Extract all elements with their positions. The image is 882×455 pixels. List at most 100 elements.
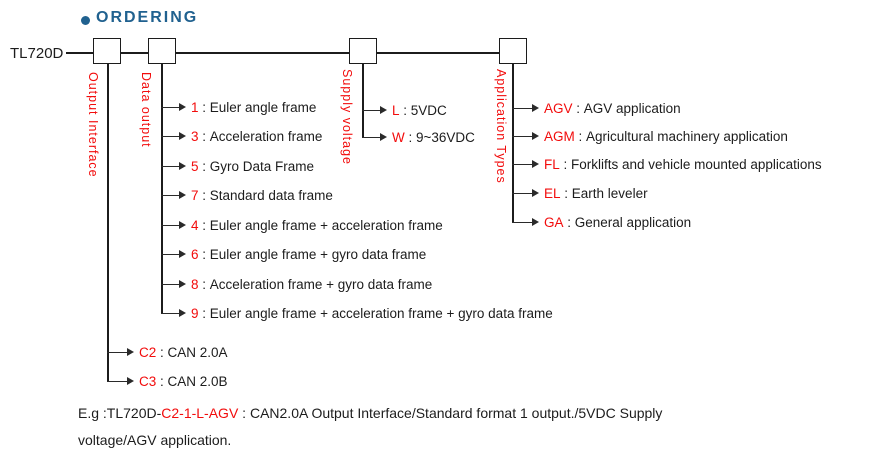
option-separator: : bbox=[574, 128, 587, 144]
option-separator: : bbox=[399, 102, 411, 118]
option-code: 7 bbox=[191, 187, 199, 203]
option-row: 8 : Acceleration frame + gyro data frame bbox=[161, 275, 432, 293]
option-desc: Forklifts and vehicle mounted applicatio… bbox=[571, 156, 822, 172]
arrow-icon bbox=[161, 283, 179, 285]
option-desc: Agricultural machinery application bbox=[586, 128, 788, 144]
arrowhead-icon bbox=[179, 191, 186, 199]
arrowhead-icon bbox=[532, 160, 539, 168]
arrow-icon bbox=[107, 380, 127, 382]
option-desc: 5VDC bbox=[410, 102, 447, 118]
arrow-icon bbox=[161, 253, 179, 255]
option-row: 3 : Acceleration frame bbox=[161, 127, 322, 145]
option-desc: Acceleration frame bbox=[209, 128, 323, 144]
option-separator: : bbox=[198, 99, 210, 115]
option-row: L : 5VDC bbox=[362, 101, 447, 119]
option-row: EL : Earth leveler bbox=[512, 184, 648, 202]
option-code: GA bbox=[544, 214, 564, 230]
arrow-icon bbox=[161, 135, 179, 137]
option-code: 6 bbox=[191, 246, 199, 262]
arrow-icon bbox=[107, 351, 127, 353]
option-desc: Euler angle frame + acceleration frame bbox=[209, 217, 443, 233]
option-separator: : bbox=[156, 373, 168, 389]
option-row: W : 9~36VDC bbox=[362, 128, 475, 146]
option-row: 6 : Euler angle frame + gyro data frame bbox=[161, 245, 426, 263]
option-desc: Gyro Data Frame bbox=[209, 158, 315, 174]
option-code: C2 bbox=[139, 344, 157, 360]
option-row: 9 : Euler angle frame + acceleration fra… bbox=[161, 304, 553, 322]
arrow-icon bbox=[362, 109, 380, 111]
option-separator: : bbox=[572, 100, 584, 116]
option-desc: AGV application bbox=[583, 100, 681, 116]
option-separator: : bbox=[198, 187, 210, 203]
arrowhead-icon bbox=[179, 250, 186, 258]
arrow-icon bbox=[161, 194, 179, 196]
option-code: AGV bbox=[544, 100, 573, 116]
option-separator: : bbox=[156, 344, 168, 360]
arrowhead-icon bbox=[179, 103, 186, 111]
option-separator: : bbox=[560, 185, 572, 201]
option-desc: Earth leveler bbox=[571, 185, 648, 201]
option-desc: CAN 2.0B bbox=[167, 373, 228, 389]
option-code: 1 bbox=[191, 99, 199, 115]
arrowhead-icon bbox=[179, 221, 186, 229]
option-row: C3 : CAN 2.0B bbox=[107, 372, 228, 390]
page-title: ORDERING bbox=[96, 9, 199, 26]
option-code: EL bbox=[544, 185, 561, 201]
option-desc: Euler angle frame + gyro data frame bbox=[209, 246, 427, 262]
option-separator: : bbox=[198, 305, 210, 321]
option-code: 8 bbox=[191, 276, 199, 292]
arrowhead-icon bbox=[380, 133, 387, 141]
option-code: C3 bbox=[139, 373, 157, 389]
option-desc: Standard data frame bbox=[209, 187, 333, 203]
arrow-icon bbox=[161, 106, 179, 108]
code-box-output-interface bbox=[93, 38, 121, 64]
arrowhead-icon bbox=[532, 132, 539, 140]
connector-line-supply-voltage bbox=[362, 63, 364, 137]
arrowhead-icon bbox=[532, 189, 539, 197]
option-row: C2 : CAN 2.0A bbox=[107, 343, 228, 361]
arrowhead-icon bbox=[179, 309, 186, 317]
connector-line-data-output bbox=[161, 63, 163, 313]
arrowhead-icon bbox=[127, 377, 134, 385]
code-box-application-types bbox=[499, 38, 527, 64]
option-desc: Euler angle frame bbox=[209, 99, 317, 115]
option-row: 5 : Gyro Data Frame bbox=[161, 157, 314, 175]
arrow-icon bbox=[362, 136, 380, 138]
arrow-icon bbox=[161, 224, 179, 226]
option-row: 4 : Euler angle frame + acceleration fra… bbox=[161, 216, 443, 234]
option-separator: : bbox=[198, 158, 210, 174]
option-code: 9 bbox=[191, 305, 199, 321]
connector-line-application-types bbox=[512, 64, 514, 222]
arrow-icon bbox=[512, 192, 532, 194]
option-row: 7 : Standard data frame bbox=[161, 186, 333, 204]
option-desc: General application bbox=[574, 214, 692, 230]
example-rest: : CAN2.0A Output Interface/Standard form… bbox=[238, 405, 663, 421]
arrowhead-icon bbox=[179, 162, 186, 170]
option-row: GA : General application bbox=[512, 213, 691, 231]
arrow-icon bbox=[512, 107, 532, 109]
option-separator: : bbox=[198, 217, 210, 233]
example-text: E.g :TL720D-C2-1-L-AGV : CAN2.0A Output … bbox=[78, 400, 858, 454]
example-code: C2-1-L-AGV bbox=[161, 405, 239, 421]
group-label-supply-voltage: Supply voltage bbox=[340, 69, 354, 166]
option-code: 4 bbox=[191, 217, 199, 233]
option-code: 3 bbox=[191, 128, 199, 144]
example-line-2: voltage/AGV application. bbox=[78, 432, 232, 448]
arrow-icon bbox=[512, 163, 532, 165]
option-row: AGM : Agricultural machinery application bbox=[512, 127, 788, 145]
option-code: 5 bbox=[191, 158, 199, 174]
bullet-icon bbox=[81, 16, 90, 25]
option-separator: : bbox=[404, 129, 417, 145]
option-separator: : bbox=[198, 276, 210, 292]
option-code: L bbox=[392, 102, 400, 118]
arrow-icon bbox=[512, 221, 532, 223]
option-code: FL bbox=[544, 156, 560, 172]
model-label: TL720D bbox=[10, 45, 64, 62]
option-desc: 9~36VDC bbox=[416, 129, 475, 145]
arrow-icon bbox=[161, 165, 179, 167]
option-row: FL : Forklifts and vehicle mounted appli… bbox=[512, 155, 822, 173]
arrowhead-icon bbox=[179, 132, 186, 140]
option-separator: : bbox=[198, 128, 210, 144]
option-desc: Euler angle frame + acceleration frame +… bbox=[209, 305, 553, 321]
